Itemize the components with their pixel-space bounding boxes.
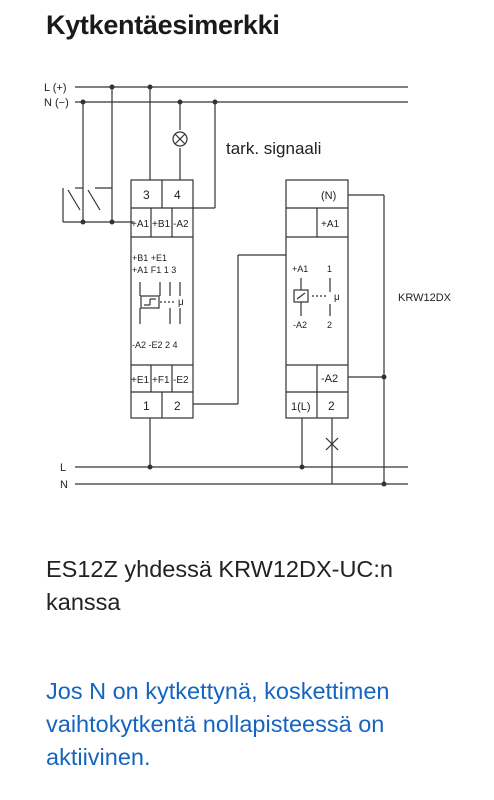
es12z-term-4: 4 <box>174 188 181 202</box>
es12z-in-b1: +B1 <box>152 219 171 230</box>
lamp-icon <box>172 131 188 147</box>
es12z-term-2: 2 <box>174 399 181 413</box>
es12z-in-f1: +F1 <box>152 375 170 386</box>
bus-label-l-bottom: L <box>60 462 66 474</box>
bus-label-l-top: L (+) <box>44 82 67 94</box>
krw-label: KRW12DX <box>398 292 452 304</box>
krw-in-a2: -A2 <box>321 373 338 385</box>
es12z-term-3: 3 <box>143 188 150 202</box>
es12z-term-1: 1 <box>143 399 150 413</box>
es12z-in-e1: +E1 <box>131 375 150 386</box>
krw-term-1l: 1(L) <box>291 401 311 413</box>
junction-dots <box>80 84 387 487</box>
es12z-inner-row1: +B1 +E1 <box>132 253 167 263</box>
note-line-2: vaihtokytkentä nollapisteessä on <box>46 711 385 737</box>
es12z-in-a2: -A2 <box>173 219 189 230</box>
note-line-1: Jos N on kytkettynä, koskettimen <box>46 678 390 704</box>
note: Jos N on kytkettynä, koskettimen vaihtok… <box>46 675 476 774</box>
es12z-inner-row2: +A1 F1 1 3 <box>132 265 176 275</box>
krw-inner-2: 2 <box>327 320 332 330</box>
es12z-in-a1: +A1 <box>131 219 150 230</box>
bus-label-n-bottom: N <box>60 479 68 491</box>
caption-line-2: kanssa <box>46 589 121 615</box>
krw-inner-1: 1 <box>327 264 332 274</box>
krw-mu: μ <box>334 292 340 303</box>
krw-term-2: 2 <box>328 399 335 413</box>
note-line-3: aktiivinen. <box>46 744 151 770</box>
es12z-in-e2: -E2 <box>173 375 189 386</box>
krw-in-a1: +A1 <box>321 219 340 230</box>
page-title: Kytkentäesimerkki <box>46 10 280 40</box>
krw-inner-a1: +A1 <box>292 264 308 274</box>
es12z-mu: μ <box>178 297 184 308</box>
wiring-diagram: L (+) N (−) L N tark. signaali 3 4 +A1 +… <box>44 82 452 491</box>
caption-line-1: ES12Z yhdessä KRW12DX-UC:n <box>46 556 393 582</box>
krw-inner-a2: -A2 <box>293 320 307 330</box>
es12z-inner-bottom: -A2 -E2 2 4 <box>132 340 178 350</box>
bus-label-n-top: N (−) <box>44 97 69 109</box>
caption: ES12Z yhdessä KRW12DX-UC:n kanssa <box>46 553 466 619</box>
krw-term-n: (N) <box>321 190 336 202</box>
signal-label: tark. signaali <box>226 139 321 158</box>
